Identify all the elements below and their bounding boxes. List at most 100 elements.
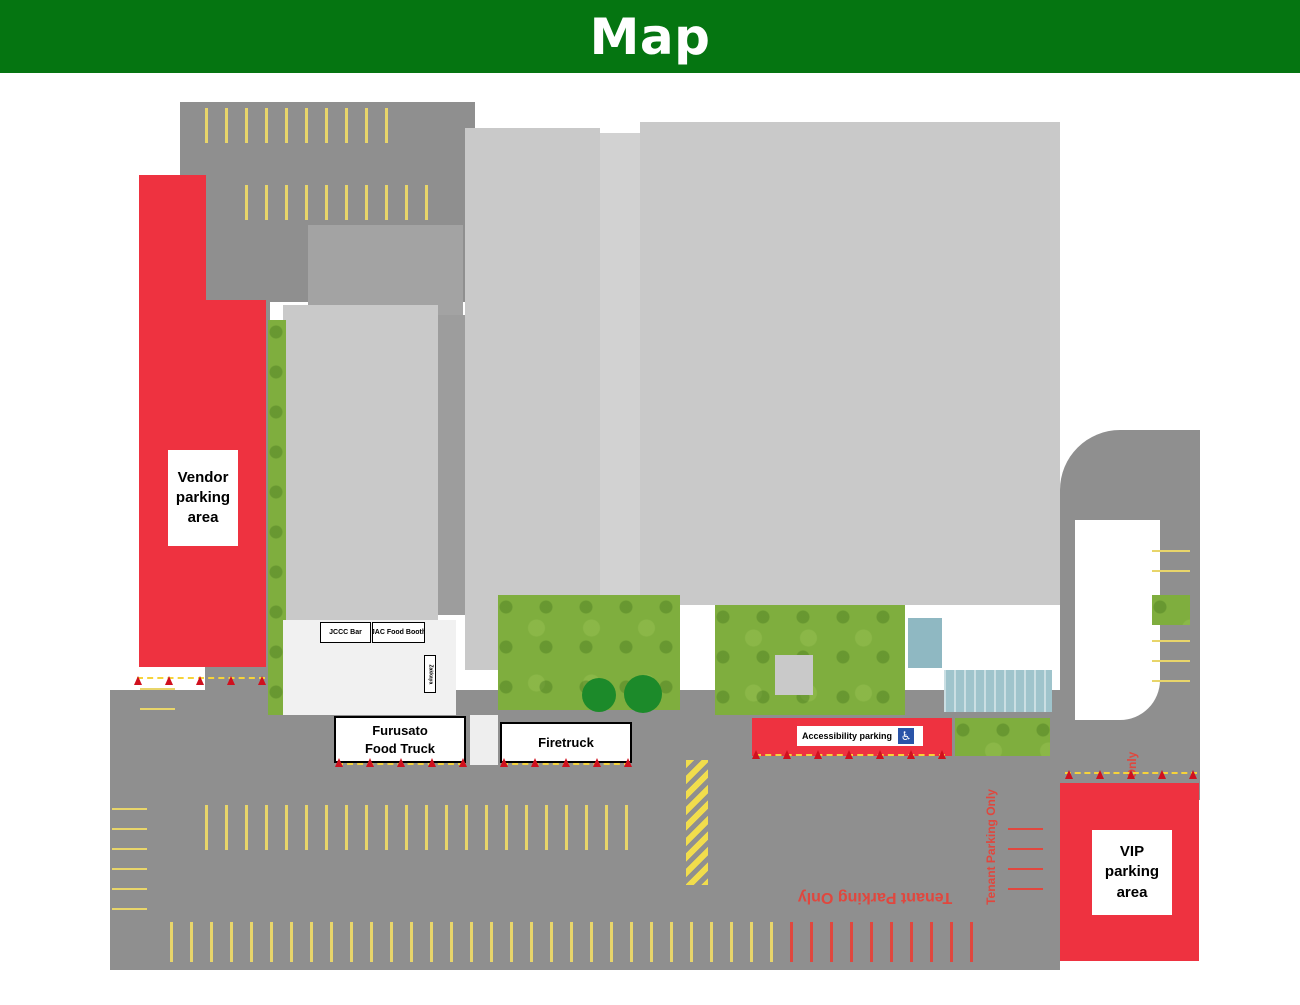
traffic-cone-icon [907,750,915,759]
parking-stall [590,922,593,962]
traffic-cone-icon [938,750,946,759]
parking-stall [385,185,388,220]
parking-stall [710,922,713,962]
parking-stall [390,922,393,962]
parking-stall [270,922,273,962]
tenant-stall [1008,828,1043,830]
accessibility-parking-text: Accessibility parking [802,730,893,741]
parking-stall [265,108,268,143]
tenant-stall [810,922,813,962]
page-title: Map [589,7,711,66]
parking-stall [490,922,493,962]
small-booth-text: Zakkaya [427,664,434,684]
east-island [1075,520,1160,720]
parking-stall [630,922,633,962]
tenant-stall [930,922,933,962]
parking-stall [225,108,228,143]
tenant-stall [1008,848,1043,850]
tenant-stall [910,922,913,962]
parking-stall [610,922,613,962]
parking-stall [770,922,773,962]
parking-stall [505,805,508,850]
parking-stall [345,108,348,143]
parking-stall [550,922,553,962]
parking-stall [750,922,753,962]
west-lawn [268,320,286,715]
traffic-cone-icon [876,750,884,759]
parking-stall [245,805,248,850]
parking-stall [250,922,253,962]
parking-stall [325,108,328,143]
courtyard-block [775,655,813,695]
parking-stall [650,922,653,962]
west-building-shadow [438,315,468,615]
parking-stall [290,922,293,962]
traffic-cone-icon [134,676,142,685]
parking-stall [430,922,433,962]
traffic-cone-icon [752,750,760,759]
traffic-cone-icon [624,758,632,767]
parking-stall [470,922,473,962]
connector-building [600,133,645,638]
vip-parking-label: VIP parking area [1092,830,1172,915]
parking-stall [445,805,448,850]
parking-stall [1152,640,1190,642]
tenant-stall [1008,868,1043,870]
parking-stall [385,108,388,143]
tree-icon [582,678,616,712]
traffic-cone-icon [1189,770,1197,779]
traffic-cone-icon [500,758,508,767]
parking-stall [285,108,288,143]
traffic-cone-icon [366,758,374,767]
parking-stall [1152,550,1190,552]
parking-stall [325,805,328,850]
tenant-stall [1008,888,1043,890]
tenant-stall [890,922,893,962]
parking-stall [365,108,368,143]
parking-stall [1152,570,1190,572]
parking-stall [350,922,353,962]
parking-stall [625,805,628,850]
parking-stall [345,805,348,850]
parking-stall [365,805,368,850]
parking-stall [305,108,308,143]
traffic-cone-icon [335,758,343,767]
traffic-cone-icon [562,758,570,767]
parking-stall [465,805,468,850]
tenant-stall [970,922,973,962]
tenant-stall [870,922,873,962]
traffic-cone-icon [814,750,822,759]
parking-stall [670,922,673,962]
parking-stall [285,185,288,220]
traffic-cone-icon [196,676,204,685]
traffic-cone-icon [1096,770,1104,779]
parking-stall [330,922,333,962]
parking-stall [112,888,147,890]
east-building [640,122,1060,605]
parking-stall [265,805,268,850]
parking-stall [305,805,308,850]
parking-stall [170,922,173,962]
parking-stall [245,108,248,143]
east-lawn [955,718,1050,756]
parking-stall [530,922,533,962]
parking-stall [210,922,213,962]
glass-canopy [908,618,942,668]
parking-stall [112,848,147,850]
parking-stall [1152,660,1190,662]
parking-stall [570,922,573,962]
traffic-cone-icon [783,750,791,759]
parking-stall [325,185,328,220]
traffic-cone-icon [1065,770,1073,779]
walkway [470,715,498,765]
east-island-lawn [1152,595,1190,625]
crosswalk [686,760,708,885]
header-bar: Map [0,0,1300,73]
parking-stall [525,805,528,850]
tree-icon [624,675,662,713]
parking-stall [510,922,513,962]
tenant-parking-text-top: Only [1125,751,1139,779]
parking-stall [345,185,348,220]
furusato-line2: Food Truck [364,740,436,756]
